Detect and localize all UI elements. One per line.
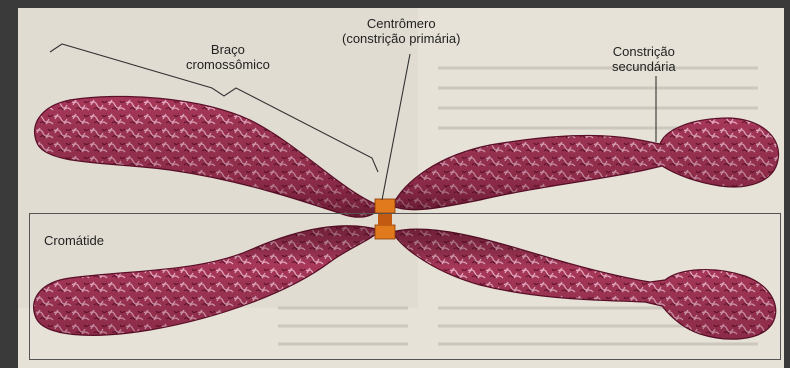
chromatid-outline-box	[29, 213, 781, 360]
label-chromatid: Cromátide	[44, 233, 104, 248]
label-secondary-line2: secundária	[612, 59, 676, 74]
chromosome-arm-upper-left	[35, 96, 380, 217]
label-centromere: Centrômero (constrição primária)	[342, 16, 460, 46]
label-secondary-constriction: Constrição secundária	[612, 44, 676, 74]
label-centromere-line2: (constrição primária)	[342, 31, 460, 46]
label-arm-line2: cromossômico	[186, 57, 270, 72]
centromere-pointer-line	[382, 54, 410, 200]
label-arm-line1: Braço	[186, 42, 270, 57]
label-arm: Braço cromossômico	[186, 42, 270, 72]
label-centromere-line1: Centrômero	[342, 16, 460, 31]
chromosome-arm-upper-right	[392, 118, 779, 210]
label-secondary-line1: Constrição	[612, 44, 676, 59]
